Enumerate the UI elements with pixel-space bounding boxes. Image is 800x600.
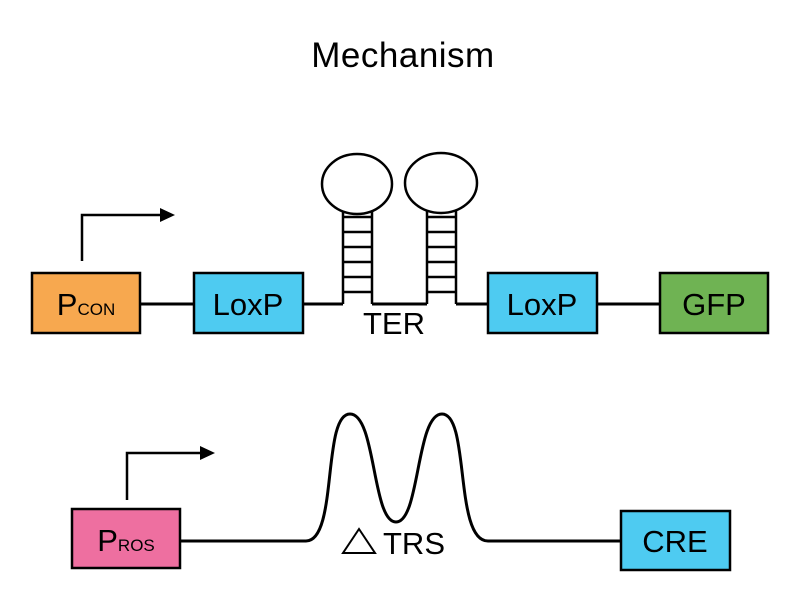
hairpin-stemloop-icon [403,151,479,304]
hairpin-stemloop-icon [320,152,394,304]
pcon-promoter-arrow-icon [80,208,175,261]
cre-label: CRE [642,524,707,559]
top-construct: PCON LoxP [30,151,770,341]
triangle-delta-icon [341,527,377,554]
ter-label: TER [363,306,425,341]
pros-label: PROS [97,523,155,558]
pros-promoter-box: PROS [70,507,182,570]
trs-double-bump-curve [180,412,621,543]
trs-label: TRS [383,526,445,561]
loxp-left-box: LoxP [192,271,305,335]
pcon-promoter-box: PCON [30,271,142,335]
bottom-construct: PROS TRS CRE [70,412,732,572]
loxp-right-box: LoxP [486,271,599,335]
loxp-left-label: LoxP [213,287,284,322]
diagram-title: Mechanism [311,36,494,75]
pcon-label: PCON [57,287,115,322]
pros-promoter-arrow-icon [125,446,215,500]
cre-gene-box: CRE [619,509,732,572]
loxp-right-label: LoxP [507,287,578,322]
gfp-label: GFP [682,287,746,322]
gfp-gene-box: GFP [658,271,770,335]
